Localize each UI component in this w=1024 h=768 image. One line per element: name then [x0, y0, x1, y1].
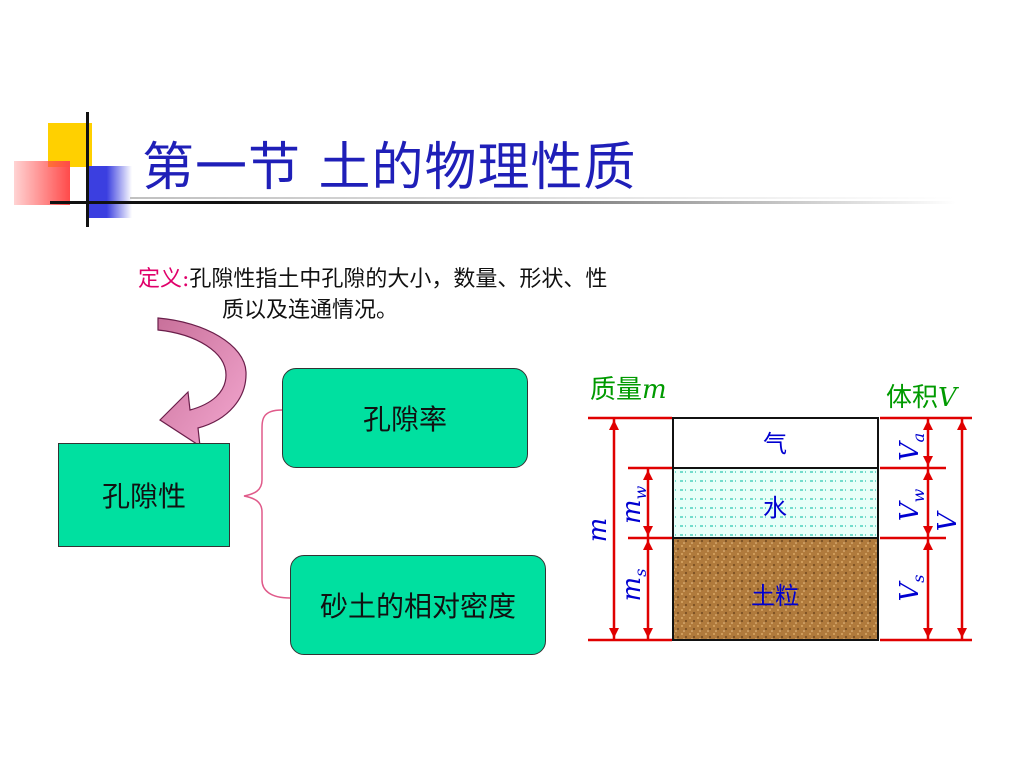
definition-text: 定义:孔隙性指土中孔隙的大小，数量、形状、性 质以及连通情况。: [138, 264, 758, 326]
concept-branch-relative-density: 砂土的相对密度: [290, 555, 546, 655]
branch-brace: [243, 409, 291, 599]
phase-air: [672, 417, 879, 469]
title-decor-red-square: [14, 161, 70, 205]
title-decor-vertical-line: [86, 112, 89, 227]
title-underline: [50, 201, 956, 204]
phase-air-label: 气: [763, 430, 787, 458]
title-underline-light: [130, 197, 956, 199]
title-decor-blue-square: [86, 166, 132, 218]
mass-solid-label: ms: [617, 569, 650, 602]
title-decor-yellow-square: [48, 123, 92, 167]
volume-header: 体积V: [886, 383, 959, 413]
phase-solid-label: 土粒: [751, 582, 799, 610]
volume-solid-label: Vs: [895, 575, 928, 602]
mass-water-label: mw: [617, 486, 650, 525]
definition-line-2: 质以及连通情况。: [222, 298, 399, 323]
volume-air-label: Va: [895, 433, 928, 461]
concept-branch-porosity-ratio: 孔隙率: [282, 368, 528, 468]
definition-label: 定义:: [138, 267, 190, 292]
mass-total-label: m: [583, 518, 613, 543]
phase-water: [672, 467, 879, 539]
phase-water-label: 水: [763, 494, 787, 522]
volume-total-label: V: [933, 510, 963, 531]
mass-header: 质量m: [590, 375, 667, 405]
definition-line-1: 孔隙性指土中孔隙的大小，数量、形状、性: [189, 267, 608, 292]
concept-root-porosity: 孔隙性: [58, 443, 230, 547]
volume-water-label: Vw: [895, 488, 928, 521]
page-title: 第一节 土的物理性质: [142, 138, 637, 198]
phase-solid: [672, 537, 879, 641]
